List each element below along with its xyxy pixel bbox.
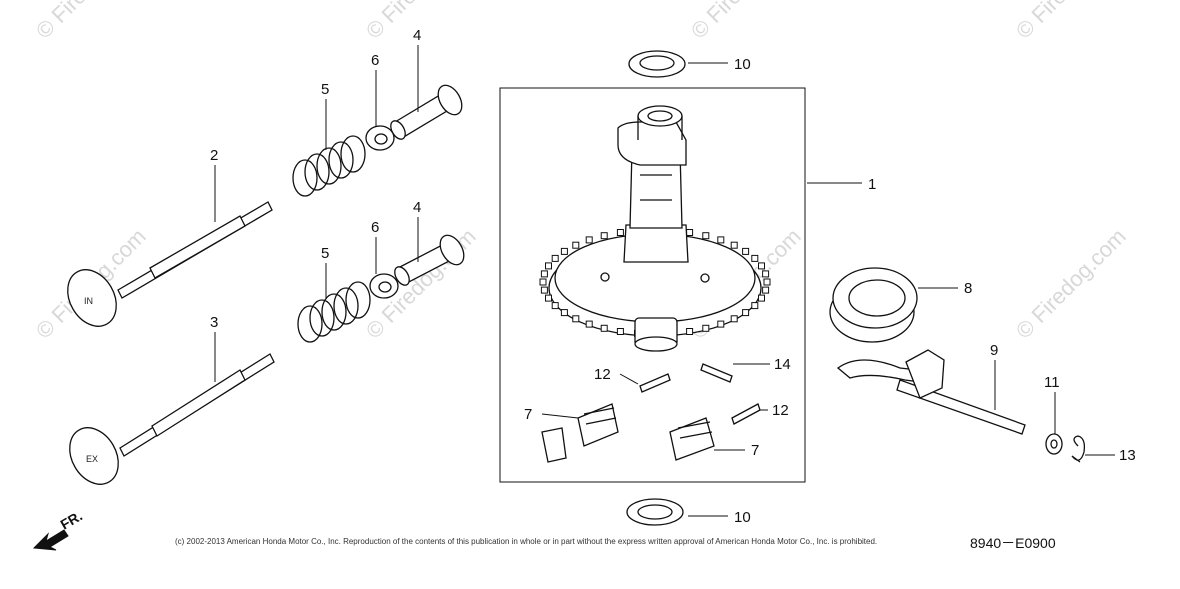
- gear-tooth: [730, 241, 738, 249]
- callout-14: 14: [774, 356, 791, 373]
- gear-tooth: [551, 302, 559, 310]
- gear-tooth: [551, 254, 559, 262]
- callout-5-bottom: 5: [321, 245, 329, 262]
- callout-6-top: 6: [371, 52, 379, 69]
- callout-5-top: 5: [321, 81, 329, 98]
- gear-tooth: [545, 262, 552, 270]
- retainer-6-bottom: [369, 273, 399, 299]
- callout-7-left: 7: [524, 406, 532, 423]
- callout-10-bottom: 10: [734, 509, 751, 526]
- pin-12-upper: [639, 373, 671, 393]
- watermark: © Firedog.com: [31, 0, 151, 44]
- gear-tooth: [742, 247, 750, 255]
- exhaust-marking: EX: [86, 454, 98, 464]
- gear-tooth: [751, 254, 759, 262]
- gear-tooth: [702, 232, 710, 240]
- gear-tooth: [686, 328, 694, 335]
- washer-10-top: [628, 50, 686, 78]
- watermark: © Firedog.com: [686, 0, 806, 44]
- gear-tooth: [717, 236, 725, 244]
- exhaust-valve-3: EX: [69, 353, 275, 485]
- gear-tooth: [600, 232, 608, 240]
- gear-tooth: [572, 241, 580, 249]
- callout-12-left: 12: [594, 366, 611, 383]
- assembly-frame: [499, 87, 806, 483]
- governor-arm-9: [836, 349, 1026, 435]
- intake-valve-2: IN: [67, 201, 273, 327]
- gear-tooth: [758, 294, 765, 302]
- drawing-code: 8940－E0900: [970, 535, 1056, 551]
- front-label: FR.: [58, 507, 86, 532]
- copyright-notice: (c) 2002-2013 American Honda Motor Co., …: [175, 537, 878, 546]
- gear-tooth: [545, 294, 552, 302]
- gear-tooth: [572, 315, 580, 323]
- clip-13: [1071, 435, 1086, 463]
- callout-9: 9: [990, 342, 998, 359]
- callout-7-right: 7: [751, 442, 759, 459]
- gear-tooth: [762, 270, 770, 278]
- gear-tooth: [758, 262, 765, 270]
- gear-tooth: [616, 328, 624, 335]
- intake-marking: IN: [84, 296, 93, 306]
- callouts: 10 10 1 2 3 4 4 5 5 6 6 8 9 11 13 12 12 …: [210, 27, 1136, 526]
- pin-14: [700, 363, 733, 383]
- watermark: © Firedog.com: [1011, 0, 1131, 44]
- seal-8: [829, 267, 918, 343]
- gear-tooth: [560, 309, 568, 317]
- gear-tooth: [560, 247, 568, 255]
- leader-lines: [214, 45, 1115, 517]
- gear-tooth: [585, 320, 593, 328]
- gear-tooth: [600, 324, 608, 332]
- shaft-4-bottom: [394, 234, 465, 286]
- weight-7-left: [541, 403, 619, 463]
- spring-5-bottom: [297, 281, 371, 343]
- gear-tooth: [540, 270, 548, 278]
- callout-4-top: 4: [413, 27, 421, 44]
- gear-tooth: [730, 315, 738, 323]
- callout-3: 3: [210, 314, 218, 331]
- pin-12-lower: [731, 403, 761, 425]
- callout-4-bottom: 4: [413, 199, 421, 216]
- gear-tooth: [702, 324, 710, 332]
- spring-5-top: [292, 135, 366, 197]
- callout-6-bottom: 6: [371, 219, 379, 236]
- gear-tooth: [742, 309, 750, 317]
- gear-tooth: [539, 278, 547, 286]
- gear-tooth: [751, 302, 759, 310]
- weight-7-right: [669, 417, 715, 461]
- callout-11: 11: [1044, 374, 1060, 391]
- callout-1: 1: [868, 176, 876, 193]
- shaft-4-top: [390, 84, 463, 140]
- front-arrow-icon: [32, 529, 69, 551]
- callout-13: 13: [1119, 447, 1136, 464]
- callout-10-top: 10: [734, 56, 751, 73]
- washer-11: [1045, 433, 1063, 455]
- gear-tooth: [686, 229, 694, 236]
- gear-tooth: [540, 286, 548, 294]
- camshaft-gear: [539, 105, 771, 352]
- callout-8: 8: [964, 280, 972, 297]
- gear-tooth: [762, 286, 770, 294]
- front-direction-indicator: FR.: [32, 507, 86, 551]
- watermark: © Firedog.com: [1011, 224, 1131, 344]
- gear-tooth: [616, 229, 624, 236]
- gear-tooth: [763, 278, 771, 286]
- callout-2: 2: [210, 147, 218, 164]
- retainer-6-top: [365, 125, 395, 151]
- gear-tooth: [585, 236, 593, 244]
- callout-12-right: 12: [772, 402, 789, 419]
- washer-10-bottom: [626, 498, 684, 526]
- gear-tooth: [717, 320, 725, 328]
